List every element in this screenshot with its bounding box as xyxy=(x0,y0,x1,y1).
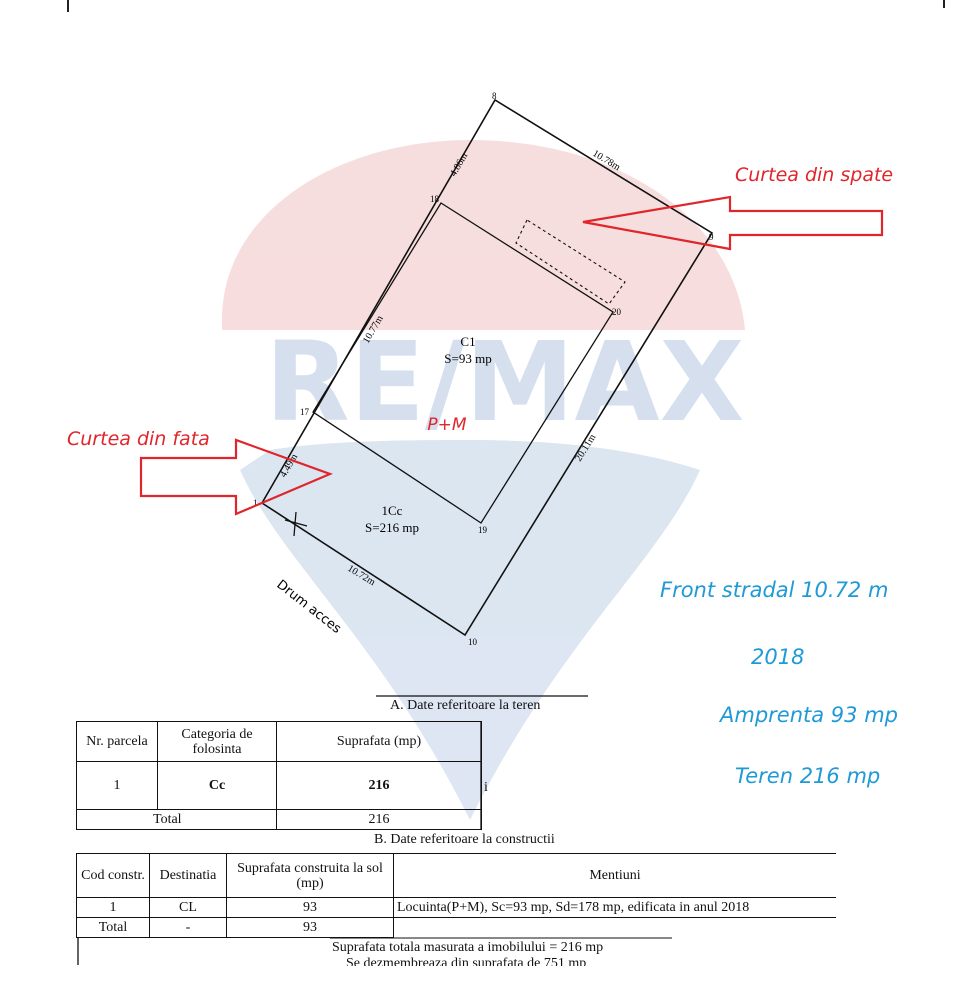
point-label-9: 9 xyxy=(709,232,714,242)
cell-parcel-nr: 1 xyxy=(76,761,158,810)
front-yard-arrow-icon xyxy=(139,438,334,516)
header-category: Categoria de folosinta xyxy=(157,721,277,762)
cell-construction-code: 1 xyxy=(76,897,150,918)
building-area: S=93 mp xyxy=(444,351,491,366)
footprint-annotation: Amprenta 93 mp xyxy=(720,703,898,727)
year-annotation: 2018 xyxy=(751,645,805,669)
land-table: Nr. parcela Categoria de folosinta Supra… xyxy=(76,721,482,830)
building-levels: P+M xyxy=(427,415,466,435)
building-outline xyxy=(312,202,614,524)
header-built-area: Suprafata construita la sol (mp) xyxy=(226,853,394,898)
point-label-20: 20 xyxy=(612,307,622,317)
header-construction-code: Cod constr. xyxy=(76,853,150,898)
back-yard-annotation: Curtea din spate xyxy=(735,164,894,186)
point-label-18: 18 xyxy=(430,194,440,204)
cell-total-area: 216 xyxy=(276,809,482,830)
land-annotation: Teren 216 mp xyxy=(735,764,881,788)
construction-table: Cod constr. Destinatia Suprafata constru… xyxy=(76,853,836,938)
detachment-statement: Se dezmembreaza din suprafata de 751 mp xyxy=(346,956,587,966)
cell-mentions: Locuinta(P+M), Sc=93 mp, Sd=178 mp, edif… xyxy=(393,897,836,918)
point-label-10: 10 xyxy=(468,637,478,647)
point-label-1: 1 xyxy=(253,498,258,508)
cell-b-total-area: 93 xyxy=(226,917,394,938)
total-area-statement: Suprafata totala masurata a imobilului =… xyxy=(332,940,604,955)
header-mentions: Mentiuni xyxy=(393,853,836,898)
section-a-side-mark: i xyxy=(484,780,488,795)
back-yard-arrow-icon xyxy=(582,195,884,251)
section-a-title: A. Date referitoare la teren xyxy=(390,698,541,713)
front-yard-annotation: Curtea din fata xyxy=(67,428,210,450)
remax-logo-text: RE/MAX xyxy=(265,318,744,446)
building-code: C1 xyxy=(460,334,475,349)
point-label-8: 8 xyxy=(492,91,497,101)
header-parcel-nr: Nr. parcela xyxy=(76,721,158,762)
header-area: Suprafata (mp) xyxy=(276,721,482,762)
cell-category: Cc xyxy=(157,761,277,810)
point-label-19: 19 xyxy=(478,525,488,535)
cell-b-total-empty xyxy=(394,918,837,938)
yard-code: 1Cc xyxy=(382,503,403,518)
point-label-17: 17 xyxy=(300,407,310,417)
cell-built-area: 93 xyxy=(226,897,394,918)
street-front-annotation: Front stradal 10.72 m xyxy=(660,578,889,602)
cell-area: 216 xyxy=(276,761,482,810)
cell-destination: CL xyxy=(149,897,227,918)
cell-b-total-destination: - xyxy=(149,917,227,938)
header-destination: Destinatia xyxy=(149,853,227,898)
yard-area: S=216 mp xyxy=(365,520,419,535)
remax-balloon-watermark: RE/MAX xyxy=(222,140,745,820)
parcel-outline xyxy=(260,98,714,637)
cell-b-total-label: Total xyxy=(76,917,150,938)
section-b-title: B. Date referitoare la constructii xyxy=(374,832,555,847)
cell-total-label: Total xyxy=(76,809,277,830)
survey-cross-icon xyxy=(284,511,308,537)
